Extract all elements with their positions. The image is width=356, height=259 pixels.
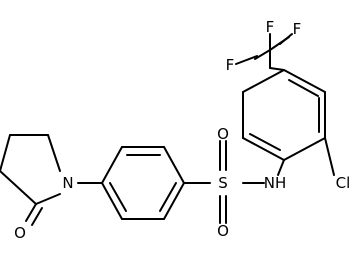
fluorine-atom-right: F (293, 20, 302, 38)
fluorine-atom-top: F (266, 18, 275, 36)
fluorine-atom-left: F (226, 56, 235, 74)
amine-nh-group: NH (264, 174, 287, 192)
ketone-oxygen-atom: O (14, 224, 26, 242)
ring-nitrogen-atom: N (62, 174, 73, 192)
pyrrolidinone-ring (0, 134, 61, 205)
sulfonamide-bonds (183, 140, 265, 224)
substituent-bonds (277, 137, 335, 176)
chlorine-atom: Cl (336, 174, 351, 192)
sulfur-atom: S (218, 174, 228, 192)
ketone-bonds (25, 203, 43, 226)
central-phenyl-ring (101, 146, 185, 220)
sulfonyl-oxygen-bottom: O (217, 222, 229, 240)
trifluoromethyl-bonds (235, 33, 293, 69)
sulfonyl-oxygen-top: O (217, 125, 229, 143)
chlorophenyl-ring (242, 67, 326, 161)
